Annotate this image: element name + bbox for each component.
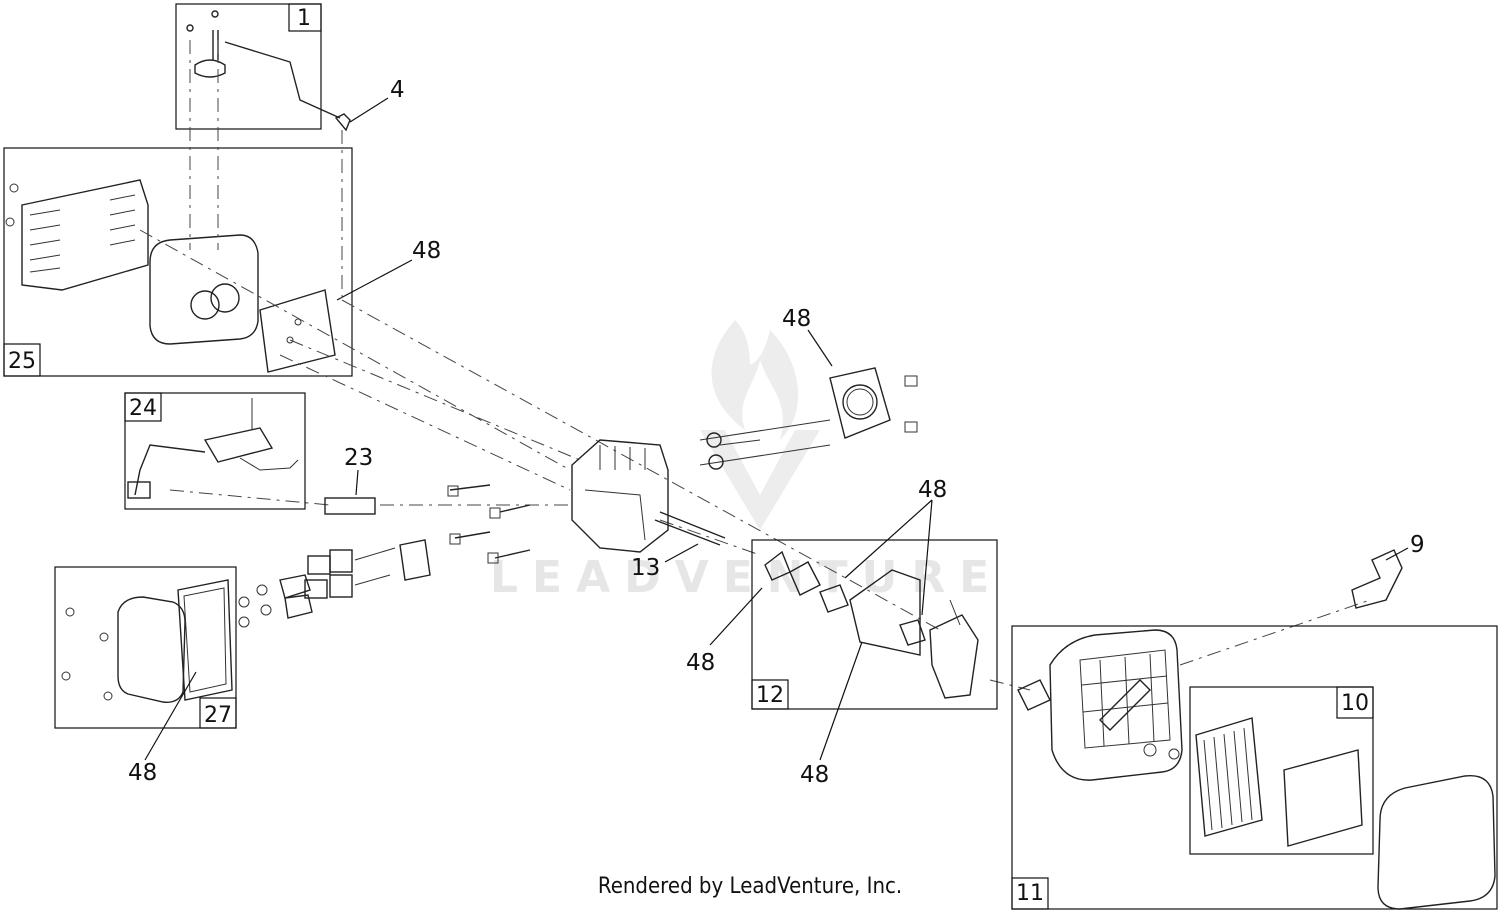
callout-48-muffler-gasket: 48	[412, 238, 441, 264]
callout-48-carb-gaskets: 48	[918, 477, 947, 503]
callout-48-valve-cover: 48	[128, 760, 157, 786]
callout-48-carb-lower: 48	[800, 762, 829, 788]
callout-13: 13	[631, 555, 660, 581]
watermark-text: LEADVENTURE	[490, 552, 1003, 603]
box-label-25: 25	[8, 349, 36, 374]
cylinder-head	[571, 439, 669, 553]
callout-48-head-gasket: 48	[782, 306, 811, 332]
box-label-1: 1	[297, 6, 311, 31]
box-1-assembly: 1	[175, 3, 341, 130]
head-bolts	[447, 484, 531, 564]
box-11-assembly: 11	[1011, 625, 1498, 910]
box-label-10: 10	[1341, 691, 1369, 716]
valve-train	[238, 539, 431, 628]
head-gasket	[829, 367, 918, 439]
assembly-lines	[139, 40, 1371, 691]
box-12-assembly: 12	[751, 539, 998, 710]
callout-9: 9	[1410, 532, 1425, 558]
box-label-27: 27	[204, 703, 232, 728]
box-label-12: 12	[756, 683, 784, 708]
footer-credit: Rendered by LeadVenture, Inc.	[597, 874, 903, 899]
box-label-24: 24	[129, 396, 157, 421]
callout-23: 23	[344, 445, 373, 471]
leadventure-watermark: LEADVENTURE	[490, 320, 1003, 603]
box-25-assembly: 25	[3, 147, 353, 377]
box-10-assembly: 10	[1189, 686, 1374, 855]
box-label-11: 11	[1016, 881, 1044, 906]
box-24-assembly: 24	[124, 392, 306, 510]
callout-48-intake-gasket: 48	[686, 650, 715, 676]
box-27-assembly: 27	[54, 566, 237, 729]
callout-4: 4	[390, 77, 405, 103]
